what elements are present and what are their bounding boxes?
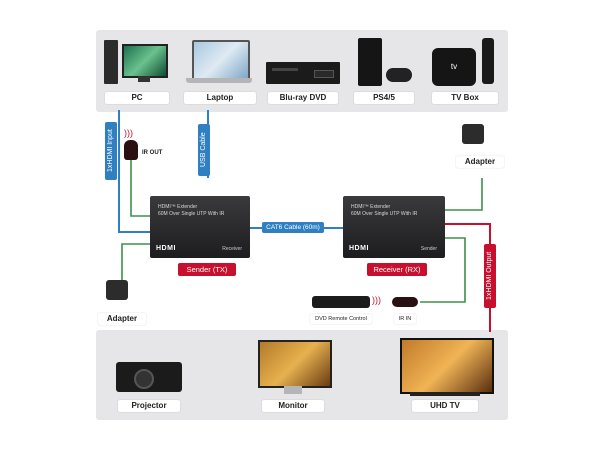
ir-in-label: IR IN: [394, 314, 416, 324]
tv-icon: [400, 338, 494, 400]
source-label-pc: PC: [105, 92, 169, 104]
usb-cable-label: USB Cable: [198, 124, 210, 176]
sender-line2: 60M Over Single UTP With IR: [158, 211, 225, 217]
sender-box: HDMI™ Extender 60M Over Single UTP With …: [150, 196, 250, 258]
source-label-ps4: PS4/5: [354, 92, 414, 104]
receiver-line2: 60M Over Single UTP With IR: [351, 211, 418, 217]
ps4-console-icon: [356, 38, 414, 88]
dvd-remote-label: DVD Remote Control: [310, 314, 372, 324]
receiver-brand: HDMI: [349, 245, 369, 252]
adapter-right-label: Adapter: [456, 156, 504, 168]
sender-role: Receiver: [222, 246, 242, 252]
sender-brand: HDMI: [156, 245, 176, 252]
ir-signal-icon: ))): [124, 128, 133, 138]
pc-icon: [104, 38, 168, 86]
sender-line1: HDMI™ Extender: [158, 204, 198, 210]
display-label-projector: Projector: [118, 400, 180, 412]
ir-receiver-icon: [392, 297, 418, 307]
receiver-line1: HDMI™ Extender: [351, 204, 391, 210]
tv-box-icon: tv: [432, 38, 498, 88]
cat6-cable-label: CAT6 Cable (60m): [262, 222, 324, 233]
source-label-laptop: Laptop: [184, 92, 256, 104]
adapter-left-icon: [106, 280, 128, 300]
display-label-monitor: Monitor: [262, 400, 324, 412]
adapter-right-icon: [462, 124, 484, 144]
display-label-uhdtv: UHD TV: [412, 400, 478, 412]
dvd-remote-icon: [312, 296, 370, 308]
sender-tag: Sender (TX): [178, 263, 236, 276]
receiver-box: HDMI™ Extender 60M Over Single UTP With …: [343, 196, 445, 258]
receiver-role: Sender: [420, 246, 437, 252]
ir-emitter-icon: [124, 140, 138, 160]
projector-icon: [116, 362, 182, 392]
monitor-icon: [258, 340, 332, 400]
ir-wave-icon: ))): [372, 295, 381, 305]
adapter-left-label: Adapter: [98, 313, 146, 325]
laptop-icon: [186, 40, 252, 86]
source-label-tvbox: TV Box: [432, 92, 498, 104]
ir-out-label: IR OUT: [142, 150, 163, 156]
hdmi-input-label: 1xHDMI Input: [105, 122, 117, 180]
bluray-player-icon: [266, 62, 340, 84]
receiver-tag: Receiver (RX): [367, 263, 427, 276]
hdmi-output-label: 1xHDMI Output: [484, 244, 496, 308]
source-label-bluray: Blu-ray DVD: [268, 92, 338, 104]
